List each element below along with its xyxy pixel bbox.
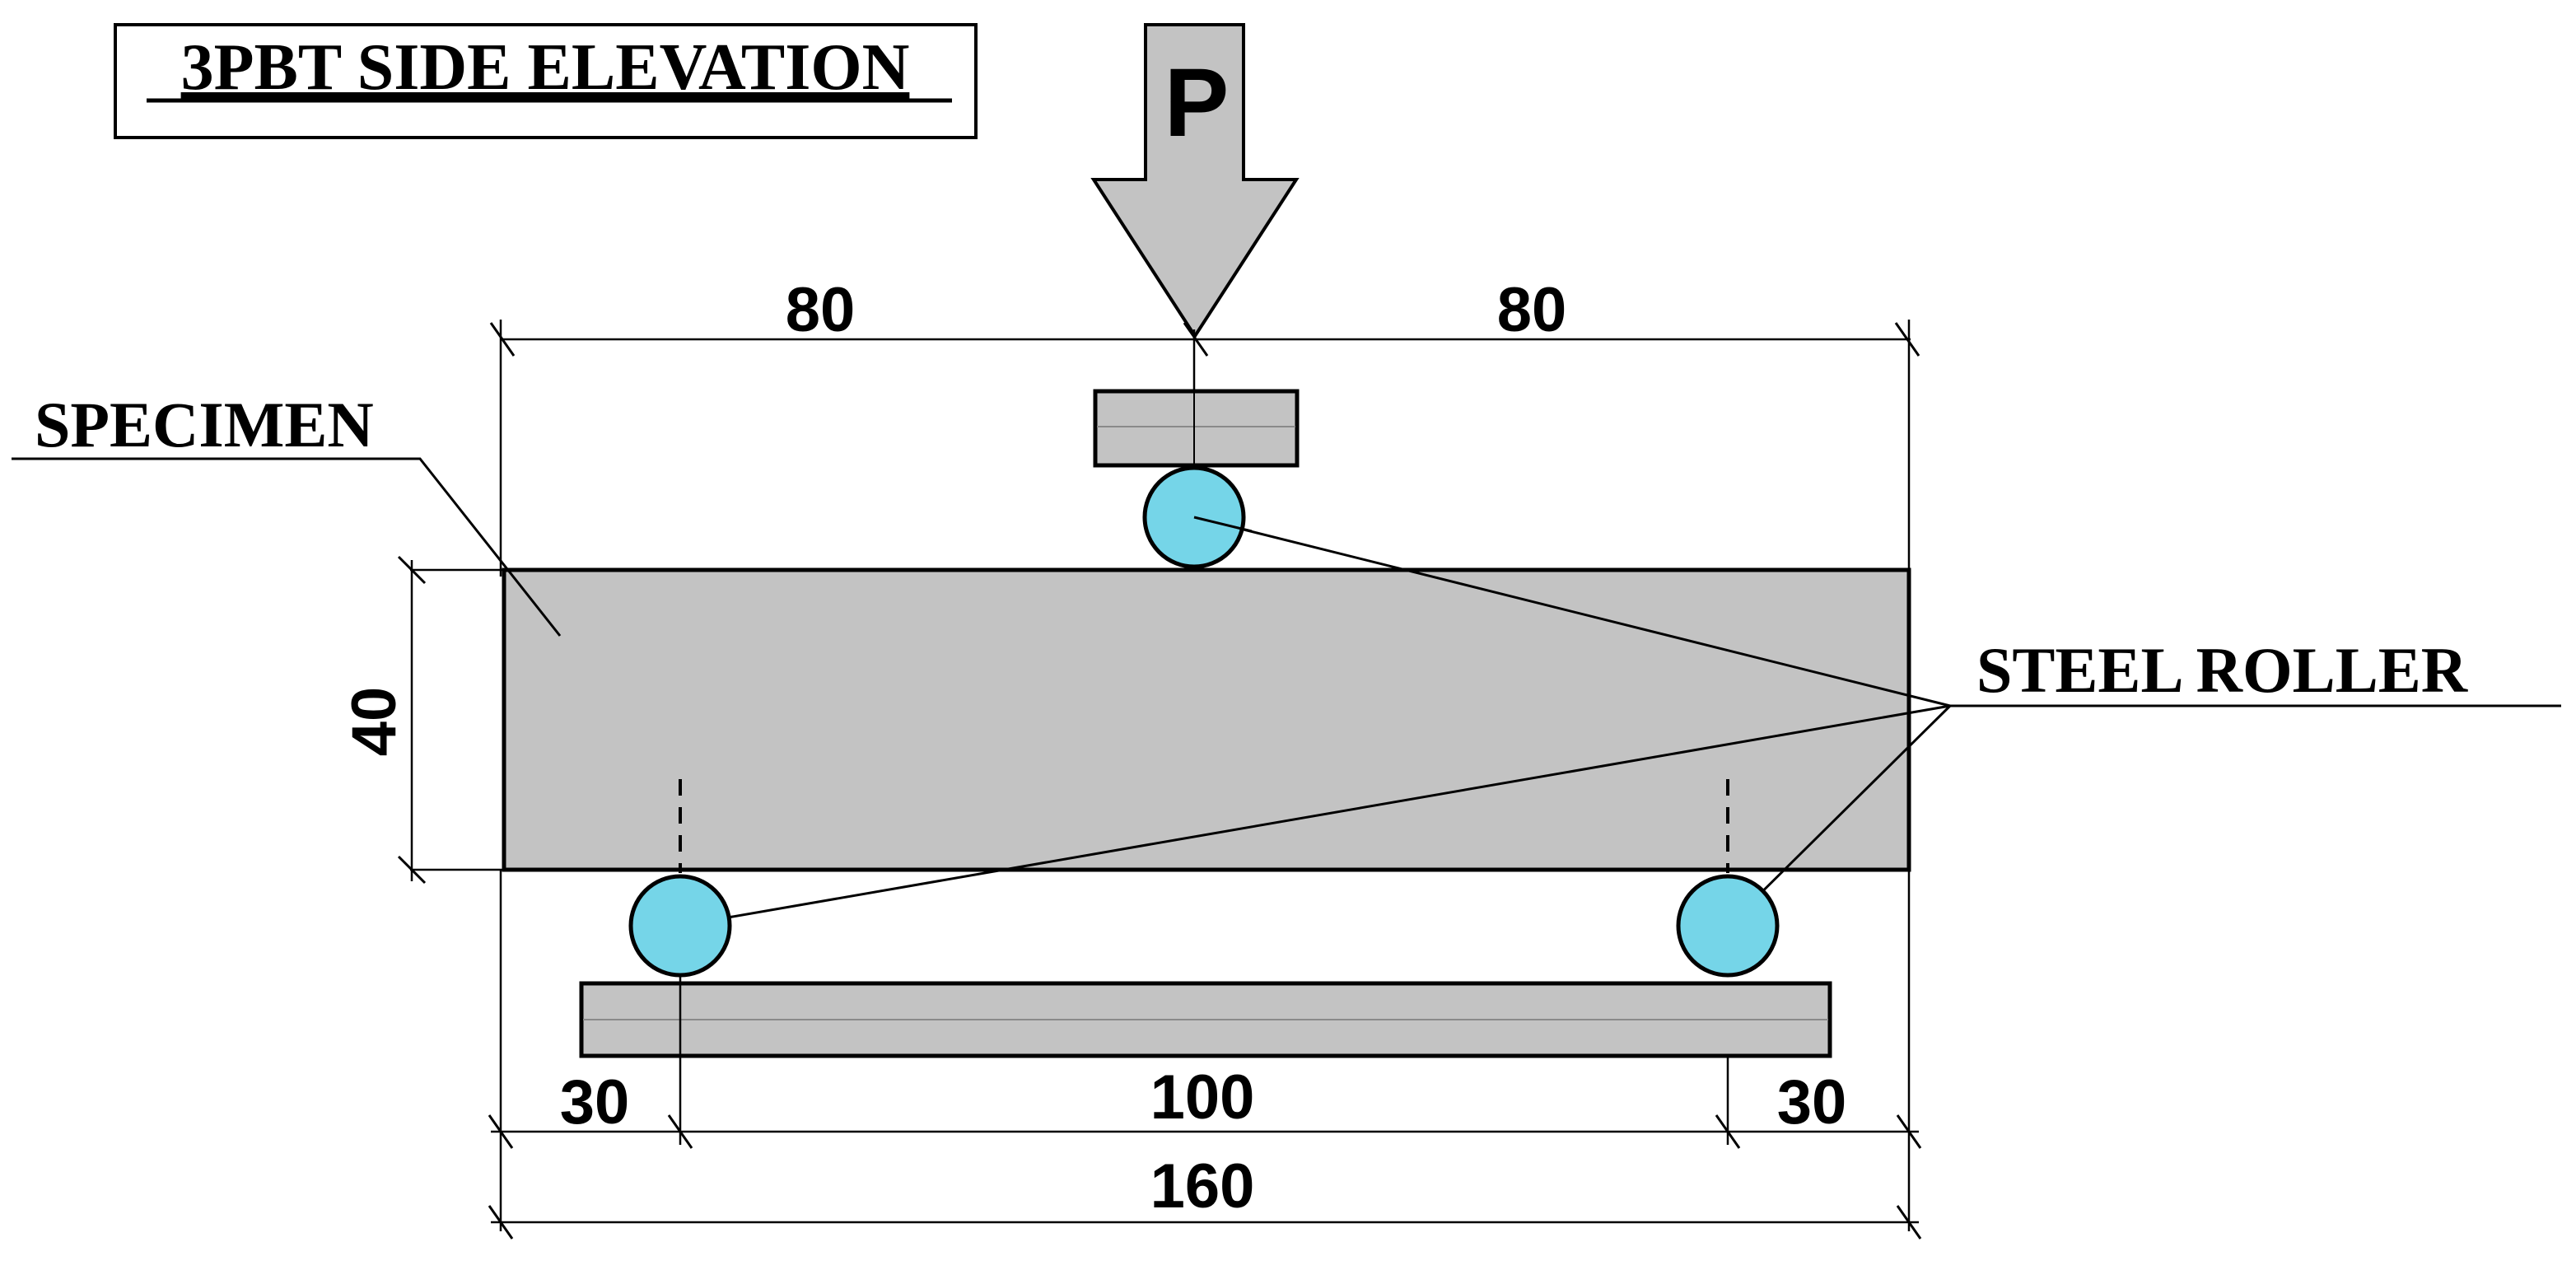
- title-text: 3PBT SIDE ELEVATION: [181, 31, 910, 104]
- top-loading-plate: [1093, 389, 1300, 468]
- dim-top-right: 80: [1497, 275, 1567, 345]
- leader-lines: [12, 457, 2561, 927]
- roller-left: [628, 874, 732, 978]
- roller-right-leader: [1726, 704, 1952, 927]
- roller-top-leader: [1193, 516, 1951, 707]
- tick-top-right: [1894, 322, 1920, 357]
- tick-b3: [1715, 1114, 1741, 1149]
- tick-height-bottom: [397, 855, 427, 885]
- dim-bottom-right: 30: [1777, 1067, 1847, 1137]
- top-dimension: [489, 320, 1920, 577]
- dim-bottom-middle: 100: [1150, 1062, 1255, 1132]
- steel-roller-label: STEEL ROLLER: [1976, 634, 2469, 706]
- roller-right: [1676, 874, 1780, 978]
- tick-b2: [667, 1114, 693, 1149]
- roller-left-leader: [679, 704, 1951, 927]
- tick-b4: [1896, 1114, 1922, 1149]
- steel-rollers: [628, 465, 1780, 978]
- load-arrow: P: [1090, 23, 1300, 339]
- tick-height-top: [397, 555, 427, 585]
- dim-total: 160: [1150, 1151, 1255, 1221]
- load-arrow-shape: [1090, 23, 1300, 339]
- support-center-marks: [679, 779, 1729, 873]
- height-dimension: [397, 555, 504, 885]
- dim-height: 40: [339, 687, 409, 757]
- load-label: P: [1164, 49, 1230, 157]
- title-block: 3PBT SIDE ELEVATION: [114, 23, 978, 139]
- dim-top-left: 80: [786, 275, 856, 345]
- specimen-label: SPECIMEN: [35, 389, 374, 460]
- bottom-dimensions: [488, 870, 1922, 1240]
- title-frame: [114, 23, 978, 139]
- tick-top-mid: [1183, 322, 1209, 357]
- specimen-leader: [12, 457, 562, 637]
- bottom-support-plate: [579, 981, 1832, 1058]
- dim-bottom-left: 30: [560, 1067, 630, 1137]
- tick-t1: [488, 1205, 514, 1240]
- tick-b1: [488, 1114, 514, 1149]
- tick-top-left: [489, 322, 516, 357]
- tick-t2: [1896, 1205, 1922, 1240]
- specimen-beam: [502, 567, 1911, 872]
